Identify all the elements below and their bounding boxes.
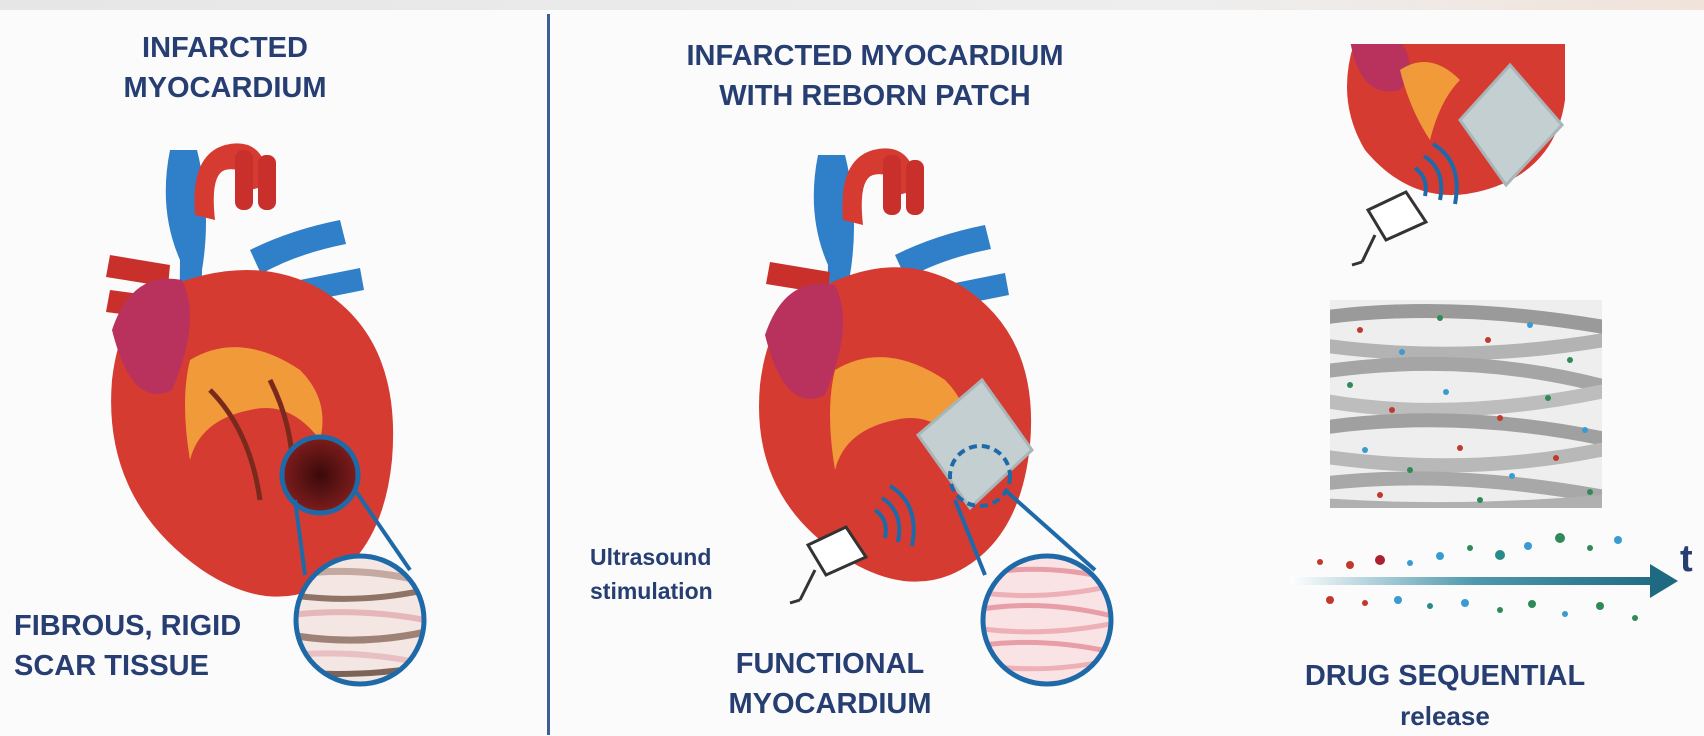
mid-artery-b xyxy=(906,160,924,215)
heart-icon xyxy=(106,143,393,596)
left-artery-a xyxy=(235,150,253,210)
left-pulm-artery xyxy=(250,220,346,274)
fiber-mesh-icon xyxy=(1320,300,1610,509)
mid-artery-a xyxy=(883,155,901,215)
left-artery-b xyxy=(258,155,276,210)
time-arrow-icon xyxy=(1290,533,1678,621)
